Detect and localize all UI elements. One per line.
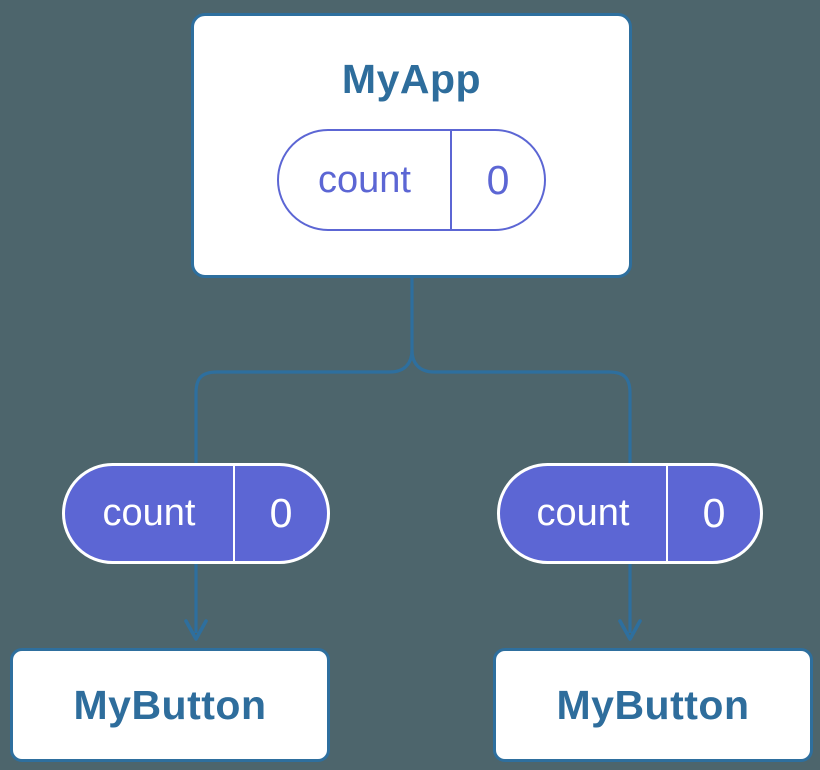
prop-pill-left-value: 0 bbox=[233, 466, 327, 561]
right-component-title: MyButton bbox=[556, 681, 750, 728]
prop-pill-left-label: count bbox=[102, 492, 196, 534]
left-arrow-icon bbox=[184, 619, 208, 641]
prop-pill-right-value: 0 bbox=[666, 466, 760, 561]
prop-pill-left: count 0 bbox=[62, 463, 330, 564]
root-component-title: MyApp bbox=[341, 56, 482, 102]
root-component-card: MyApp count 0 bbox=[191, 13, 632, 278]
prop-pill-right: count 0 bbox=[497, 463, 763, 564]
state-pill: count 0 bbox=[277, 129, 546, 231]
state-pill-label: count bbox=[318, 158, 411, 201]
right-component-card: MyButton bbox=[493, 648, 813, 762]
left-component-title: MyButton bbox=[73, 681, 267, 728]
left-component-card: MyButton bbox=[10, 648, 330, 762]
prop-pill-right-label: count bbox=[536, 492, 630, 534]
right-arrow-icon bbox=[618, 619, 642, 641]
state-pill-value: 0 bbox=[450, 131, 544, 229]
left-branch-line bbox=[194, 349, 414, 633]
right-branch-line bbox=[410, 349, 632, 633]
